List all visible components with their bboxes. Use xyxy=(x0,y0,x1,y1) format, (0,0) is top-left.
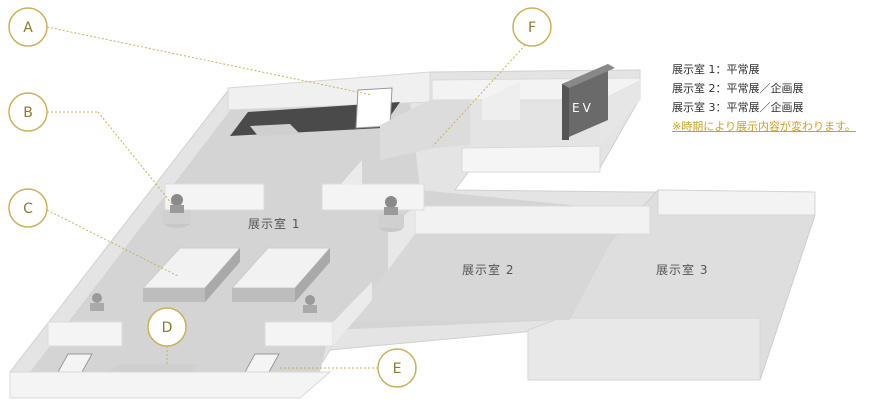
marker-e[interactable]: E xyxy=(377,348,417,388)
legend: 展示室 1：平常展 展示室 2：平常展／企画展 展示室 3：平常展／企画展 ※時… xyxy=(672,60,856,136)
elevator-block: EV xyxy=(562,64,615,140)
display-platforms xyxy=(141,247,332,302)
marker-f[interactable]: F xyxy=(512,7,552,47)
partition-walls xyxy=(47,160,425,347)
room-1-label: 展示室 1 xyxy=(248,216,300,231)
leader-lines xyxy=(46,26,529,369)
marker-b[interactable]: B xyxy=(8,92,48,132)
marker-d-label: D xyxy=(162,320,173,336)
room-2-block xyxy=(345,205,651,322)
back-wall xyxy=(227,71,431,136)
front-wall xyxy=(9,371,332,399)
legend-room-2: 展示室 2：平常展／企画展 xyxy=(672,82,804,95)
marker-d[interactable]: D xyxy=(147,307,187,347)
room-3-block xyxy=(527,189,816,381)
marker-e-label: E xyxy=(393,361,402,377)
marker-b-label: B xyxy=(23,105,33,121)
legend-note: ※時期により展示内容が変わります。 xyxy=(672,120,856,133)
marker-f-label: F xyxy=(528,20,536,36)
legend-room-3: 展示室 3：平常展／企画展 xyxy=(672,101,804,114)
statues xyxy=(90,194,404,313)
legend-room-1: 展示室 1：平常展 xyxy=(672,63,760,76)
room-3-label: 展示室 3 xyxy=(656,262,708,277)
marker-c-label: C xyxy=(23,201,33,217)
elevator-label: EV xyxy=(572,101,594,115)
marker-c[interactable]: C xyxy=(8,188,48,228)
marker-a[interactable]: A xyxy=(8,7,48,47)
room-2-label: 展示室 2 xyxy=(462,262,514,277)
marker-a-label: A xyxy=(23,20,33,36)
